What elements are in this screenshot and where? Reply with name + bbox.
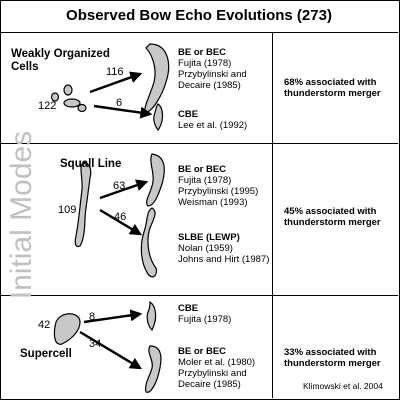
squall-line-shape xyxy=(74,161,92,248)
bow-echo-shape xyxy=(145,345,162,393)
crescent-bow-echo-shape xyxy=(146,300,157,332)
supercell-shape xyxy=(53,313,81,345)
evolution-entry: CBE Lee et al. (1992) xyxy=(178,109,248,131)
row-divider-1 xyxy=(0,143,398,144)
evolution-entry: BE or BEC Fujita (1978) Przybylinski and… xyxy=(178,47,247,91)
diagram-title: Observed Bow Echo Evolutions (273) xyxy=(0,0,398,33)
squall-line-bow-echo-shape xyxy=(140,207,157,278)
evolution-entry: BE or BEC Moler et al. (1980) Przybylins… xyxy=(178,346,256,390)
row-divider-2 xyxy=(0,295,398,296)
branch-count: 6 xyxy=(116,97,123,109)
cell-echo xyxy=(77,103,87,113)
branch-count: 116 xyxy=(106,66,124,78)
branch-count: 63 xyxy=(113,180,126,192)
merger-percent: 33% associated with thunderstorm merger xyxy=(284,347,381,369)
arrow-supercell-to-be xyxy=(79,330,143,370)
bow-echo-shape xyxy=(144,43,170,113)
cell-echo xyxy=(63,98,81,108)
mode-count: 109 xyxy=(58,204,77,216)
evolution-entry: CBE Fujita (1978) xyxy=(178,303,232,325)
branch-count: 34 xyxy=(89,338,102,350)
column-divider xyxy=(272,33,273,398)
arrow-cells-to-be xyxy=(89,71,143,94)
citation: Klimowski et al. 2004 xyxy=(303,381,383,391)
merger-percent: 68% associated with thunderstorm merger xyxy=(284,77,381,99)
bow-echo-shape xyxy=(146,153,165,207)
mode-count: 122 xyxy=(38,100,57,112)
mode-label: Squall Line xyxy=(60,158,122,170)
arrow-cells-to-cbe xyxy=(93,104,153,119)
merger-percent: 45% associated with thunderstorm merger xyxy=(284,206,381,228)
crescent-bow-echo-shape xyxy=(153,103,164,132)
mode-count: 42 xyxy=(38,319,51,331)
arrow-supercell-to-cbe xyxy=(83,309,143,324)
cell-echo xyxy=(63,84,73,96)
mode-label: Weakly Organized Cells xyxy=(11,48,110,73)
branch-count: 46 xyxy=(114,211,127,223)
cell-echo xyxy=(50,92,60,102)
mode-label: Supercell xyxy=(20,348,72,360)
arrow-squall-to-slbe xyxy=(99,208,143,236)
evolution-entry: BE or BEC Fujita (1978) Przybylinski (19… xyxy=(178,164,259,208)
branch-count: 8 xyxy=(89,311,96,323)
arrow-squall-to-be xyxy=(99,179,149,200)
evolution-entry: SLBE (LEWP) Nolan (1959) Johns and Hirt … xyxy=(178,232,270,265)
